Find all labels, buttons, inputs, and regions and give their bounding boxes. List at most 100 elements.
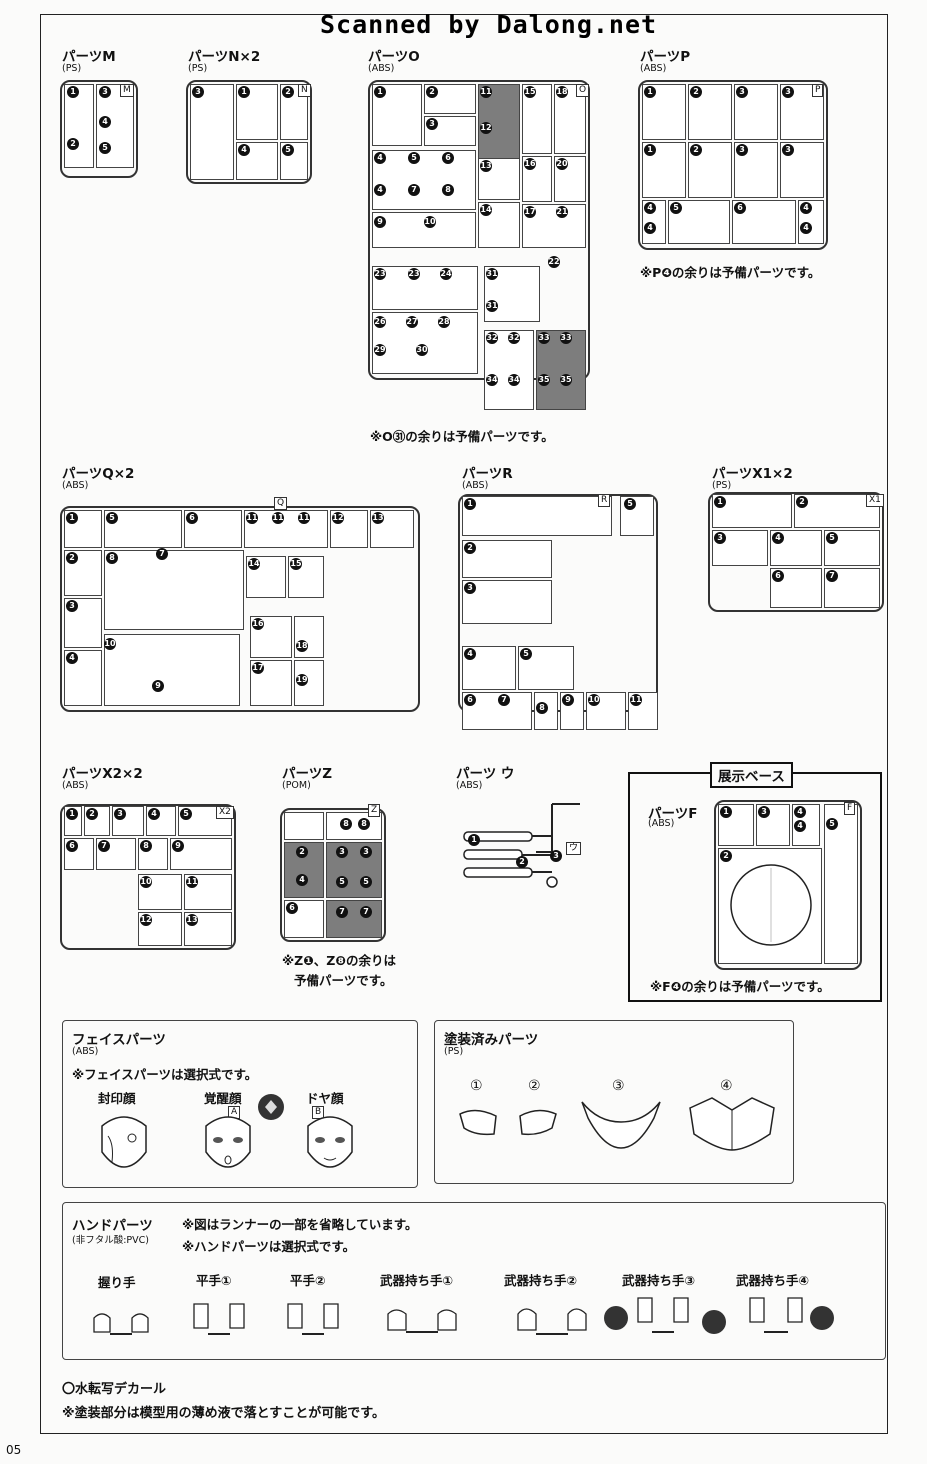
page-number: 05 — [6, 1443, 22, 1457]
runner-m-title: パーツM — [62, 49, 116, 65]
part-number: 3 — [192, 86, 204, 98]
face-smug-drawing — [307, 1116, 353, 1168]
part-number: 8 — [106, 552, 118, 564]
painted-parts-title: 塗装済みパーツ — [444, 1032, 539, 1048]
part-number: 5 — [336, 876, 348, 888]
runner-r-material: (ABS) — [462, 480, 489, 491]
runner-q-cell — [104, 634, 240, 706]
runner-z-note-1: ※Z❶、Z❽の余りは — [282, 953, 396, 968]
part-number: 11 — [630, 694, 642, 706]
part-number: 3 — [758, 806, 770, 818]
part-number: 2 — [796, 496, 808, 508]
part-number: 1 — [644, 144, 656, 156]
part-number: 11 — [298, 512, 310, 524]
runner-x2 — [60, 804, 236, 950]
runner-x1-title: パーツX1×2 — [712, 466, 793, 482]
part-number: 1 — [374, 86, 386, 98]
part-number: 27 — [406, 316, 418, 328]
part-number: 15 — [524, 86, 536, 98]
painted-label-2: ② — [528, 1078, 541, 1094]
runner-z-material: (POM) — [282, 780, 311, 791]
part-number: 3 — [736, 86, 748, 98]
hand-parts-material: (非フタル酸:PVC) — [72, 1235, 149, 1246]
runner-p-material: (ABS) — [640, 63, 667, 74]
part-number: 11 — [246, 512, 258, 524]
runner-n-cell — [280, 142, 308, 180]
runner-x2-tag: X2 — [216, 806, 234, 819]
hand-parts-note-1: ※図はランナーの一部を省略しています。 — [182, 1217, 418, 1232]
runner-q — [60, 506, 420, 712]
part-number: 3 — [360, 846, 372, 858]
runner-x1-cell — [794, 494, 880, 528]
part-number: 9 — [562, 694, 574, 706]
runner-q-material: (ABS) — [62, 480, 89, 491]
part-number: 17 — [524, 206, 536, 218]
part-number: 2 — [426, 86, 438, 98]
runner-q-cell — [104, 510, 182, 548]
runner-n-cell — [190, 84, 234, 180]
runner-z-cell-shaded — [326, 900, 382, 938]
painted-part-1-drawing — [459, 1109, 497, 1136]
painted-part-3-drawing — [581, 1101, 661, 1149]
part-number: 4 — [296, 874, 308, 886]
painted-parts-material: (PS) — [444, 1046, 464, 1057]
part-number: 12 — [332, 512, 344, 524]
part-number: 2 — [464, 542, 476, 554]
watermark: Scanned by Dalong.net — [320, 10, 658, 39]
part-number: 9 — [152, 680, 164, 692]
part-number: 13 — [186, 914, 198, 926]
part-number: 1 — [238, 86, 250, 98]
runner-f — [714, 800, 862, 970]
hand-weapon-2-drawing — [517, 1308, 587, 1335]
face-swap-icon — [258, 1094, 284, 1120]
runner-q-cell — [244, 510, 328, 548]
face-parts-panel — [62, 1020, 418, 1188]
runner-z-cell — [284, 812, 324, 840]
part-number: 4 — [772, 532, 784, 544]
part-number: 2 — [516, 856, 528, 868]
part-number: 3 — [782, 86, 794, 98]
face-marker-a: A — [228, 1106, 241, 1119]
runner-f-tag: F — [844, 802, 856, 815]
part-number: 8 — [140, 840, 152, 852]
runner-o-note: ※O㉛の余りは予備パーツです。 — [370, 429, 554, 444]
painted-label-3: ③ — [612, 1078, 625, 1094]
part-number: 8 — [442, 184, 454, 196]
runner-p — [638, 80, 828, 250]
runner-q-title: パーツQ×2 — [62, 466, 135, 482]
part-number: 4 — [99, 116, 111, 128]
part-number: 2 — [282, 86, 294, 98]
part-number: 1 — [66, 512, 78, 524]
part-number: 3 — [714, 532, 726, 544]
part-number: 35 — [560, 374, 572, 386]
decal-heading: 〇水転写デカール — [62, 1382, 167, 1397]
part-number: 5 — [180, 808, 192, 820]
part-number: 5 — [360, 876, 372, 888]
runner-x1-material: (PS) — [712, 480, 732, 491]
runner-z-title: パーツZ — [282, 766, 333, 782]
part-number: 33 — [560, 332, 572, 344]
hand-label-flat-1: 平手① — [196, 1273, 232, 1288]
part-number: 2 — [86, 808, 98, 820]
face-label-smug: ドヤ顔 — [306, 1091, 344, 1106]
part-number: 10 — [140, 876, 152, 888]
part-number: 6 — [186, 512, 198, 524]
hand-label-weapon-2: 武器持ち手② — [504, 1273, 578, 1288]
part-number: 4 — [644, 222, 656, 234]
painted-label-4: ④ — [720, 1078, 733, 1094]
runner-z-tag: Z — [368, 804, 381, 817]
part-number: 10 — [104, 638, 116, 650]
hand-flat-1-drawing — [193, 1303, 245, 1335]
page-frame — [40, 14, 888, 1434]
runner-f-cell — [824, 804, 858, 964]
hand-parts-panel — [62, 1202, 886, 1360]
part-number: 2 — [67, 138, 79, 150]
part-number: 15 — [290, 558, 302, 570]
part-number: 6 — [66, 840, 78, 852]
face-parts-title: フェイスパーツ — [72, 1032, 166, 1048]
part-number: 2 — [690, 144, 702, 156]
runner-p-note: ※P❹の余りは予備パーツです。 — [640, 265, 821, 280]
runner-o-title: パーツO — [368, 49, 420, 65]
runner-m-cell — [64, 84, 94, 168]
runner-r-cell — [462, 496, 612, 536]
